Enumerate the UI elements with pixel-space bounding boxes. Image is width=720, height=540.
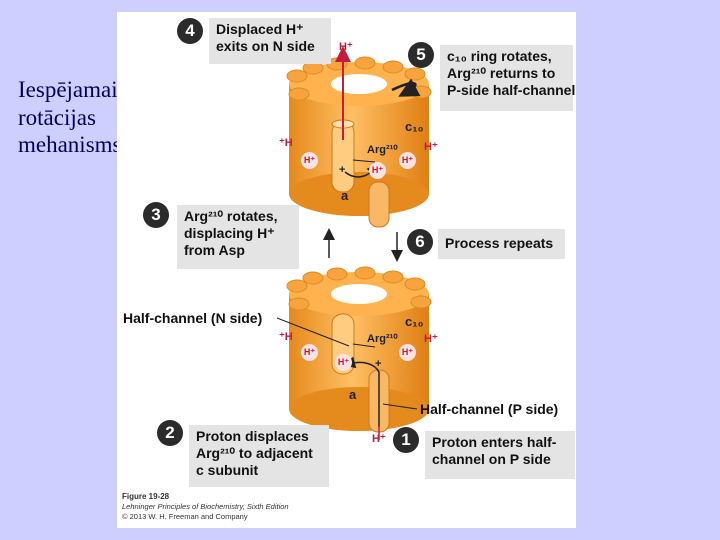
c10-label-top: c₁₀ — [405, 119, 424, 134]
proton-bead-top-right: H⁺ — [399, 152, 416, 169]
half-channel-p-label: Half-channel (P side) — [420, 401, 559, 417]
figure-source-book: Lehninger Principles of Biochemistry, Si… — [122, 502, 289, 511]
step-5-line-3: P-side half-channel — [447, 82, 576, 98]
step-1-callout: Proton enters half- channel on P side — [425, 431, 575, 479]
step-1-line-2: channel on P side — [432, 451, 551, 467]
figure-caption: Figure 19-28 Lehninger Principles of Bio… — [122, 492, 289, 522]
figure-number: Figure 19-28 — [122, 492, 170, 501]
proton-bead-bottom-left: H⁺ — [301, 344, 318, 361]
step-5-line-1: c₁₀ ring rotates, — [447, 48, 552, 64]
step-4-line-2: exits on N side — [216, 38, 315, 54]
a-subunit-label-top: a — [341, 188, 349, 203]
plus-charge-bottom: + — [375, 358, 382, 370]
step-2-line-2: Arg²¹⁰ to adjacent — [196, 445, 313, 461]
step-3-line-3: from Asp — [184, 242, 245, 258]
step-3-callout: Arg²¹⁰ rotates, displacing H⁺ from Asp — [177, 205, 299, 269]
step-5-callout: c₁₀ ring rotates, Arg²¹⁰ returns to P-si… — [440, 45, 576, 111]
step-3-badge: 3 — [143, 202, 169, 228]
step-3-line-2: displacing H⁺ — [184, 225, 275, 241]
step-2-line-3: c subunit — [196, 462, 259, 478]
half-channel-n-label: Half-channel (N side) — [123, 310, 263, 326]
step-1-line-1: Proton enters half- — [432, 434, 557, 450]
arg210-label-top: Arg²¹⁰ — [367, 144, 398, 156]
atp-synthase-rotation-figure: 4 Displaced H⁺ exits on N side 5 c₁₀ rin… — [117, 12, 576, 528]
slide-title-line-3: mehanisms — [18, 132, 122, 158]
step-2-callout: Proton displaces Arg²¹⁰ to adjacent c su… — [189, 425, 329, 487]
figure-copyright: © 2013 W. H. Freeman and Company — [122, 512, 248, 521]
h-plus-entry-label: H⁺ — [372, 433, 386, 445]
h-plus-right-bottom: H⁺ — [424, 333, 438, 345]
slide-title-line-2: rotācijas — [18, 104, 96, 130]
slide-title-line-1: Iespējamais — [18, 77, 127, 102]
step-4-badge: 4 — [177, 18, 203, 44]
step-6-badge: 6 — [407, 229, 433, 255]
h-plus-left-top: ⁺H — [279, 137, 293, 149]
step-6-line-1: Process repeats — [445, 235, 554, 251]
top-c-ring — [286, 46, 432, 228]
proton-bead-top-left: H⁺ — [301, 152, 318, 169]
a-subunit-label-bottom: a — [349, 387, 357, 402]
step-6-callout: Process repeats — [438, 229, 565, 259]
h-plus-exit-label: H⁺ — [339, 41, 353, 53]
proton-bead-top-mid: H⁺ — [369, 162, 386, 179]
step-5-line-2: Arg²¹⁰ returns to — [447, 65, 556, 81]
h-plus-left-bottom: ⁺H — [279, 331, 293, 343]
rotor-diagram — [276, 46, 432, 440]
step-2-badge: 2 — [157, 420, 183, 446]
plus-charge-top: + — [339, 164, 346, 176]
step-1-badge: 1 — [393, 427, 419, 453]
step-4-line-1: Displaced H⁺ — [216, 21, 304, 37]
step-4-callout: Displaced H⁺ exits on N side — [209, 18, 331, 64]
step-5-badge: 5 — [408, 42, 434, 68]
arg210-label-bottom: Arg²¹⁰ — [367, 333, 398, 345]
h-plus-right-top: H⁺ — [424, 141, 438, 153]
step-3-line-1: Arg²¹⁰ rotates, — [184, 208, 278, 224]
c10-label-bottom: c₁₀ — [405, 314, 424, 329]
proton-bead-bottom-right: H⁺ — [399, 344, 416, 361]
step-2-line-1: Proton displaces — [196, 428, 309, 444]
slide-title: Iespējamais rotācijas mehanisms — [18, 76, 168, 159]
proton-bead-bottom-mid: H⁺ — [335, 354, 352, 371]
